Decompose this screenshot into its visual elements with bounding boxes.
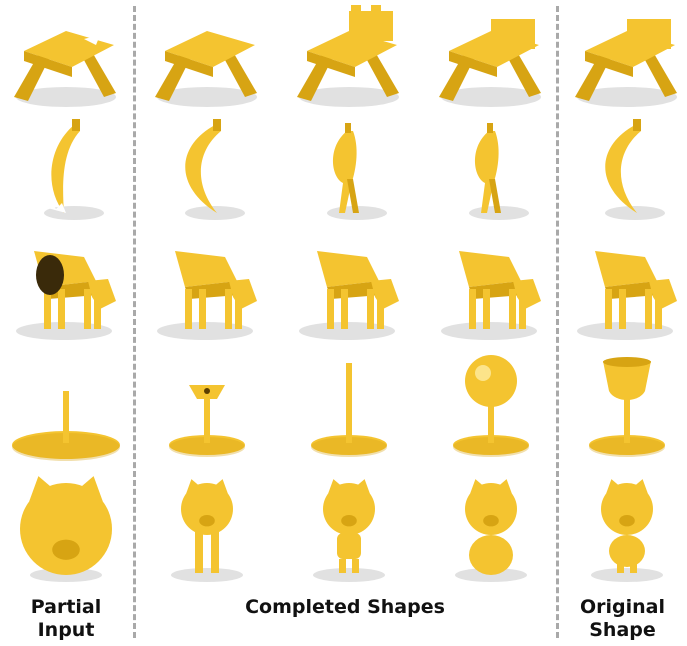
shape-goblet-flower bbox=[145, 355, 269, 465]
shape-cow-3 bbox=[429, 235, 553, 345]
divider-left bbox=[133, 6, 136, 638]
shape-goblet-stick bbox=[287, 355, 411, 465]
label-original-shape: Original Shape bbox=[579, 596, 665, 641]
divider-right bbox=[556, 6, 559, 638]
shape-pig-arms bbox=[287, 475, 411, 585]
label-partial-input: Partial Input bbox=[30, 596, 102, 641]
shape-chair-partial bbox=[4, 5, 128, 115]
shape-chair-castle-back bbox=[287, 5, 411, 115]
shape-goblet-partial bbox=[4, 355, 128, 465]
shape-chair-wide bbox=[145, 5, 269, 115]
shape-banana-legs-straight bbox=[429, 117, 553, 227]
label-completed-shapes: Completed Shapes bbox=[245, 596, 445, 618]
shape-cow-original bbox=[565, 235, 687, 345]
shape-pig-original bbox=[565, 475, 687, 585]
shape-pig-chubby bbox=[429, 475, 553, 585]
shape-chair-back bbox=[429, 5, 553, 115]
shape-chair-original bbox=[565, 5, 687, 115]
shape-banana-partial bbox=[4, 117, 128, 227]
shape-banana-legs bbox=[287, 117, 411, 227]
shape-banana-curved bbox=[145, 117, 269, 227]
shape-cow-2 bbox=[287, 235, 411, 345]
shape-pig-legs bbox=[145, 475, 269, 585]
shape-goblet-ball bbox=[429, 355, 553, 465]
shape-pig-partial bbox=[4, 475, 128, 585]
shape-cow-partial bbox=[4, 235, 128, 345]
shape-cow-1 bbox=[145, 235, 269, 345]
shape-banana-original bbox=[565, 117, 687, 227]
shape-goblet-original bbox=[565, 355, 687, 465]
